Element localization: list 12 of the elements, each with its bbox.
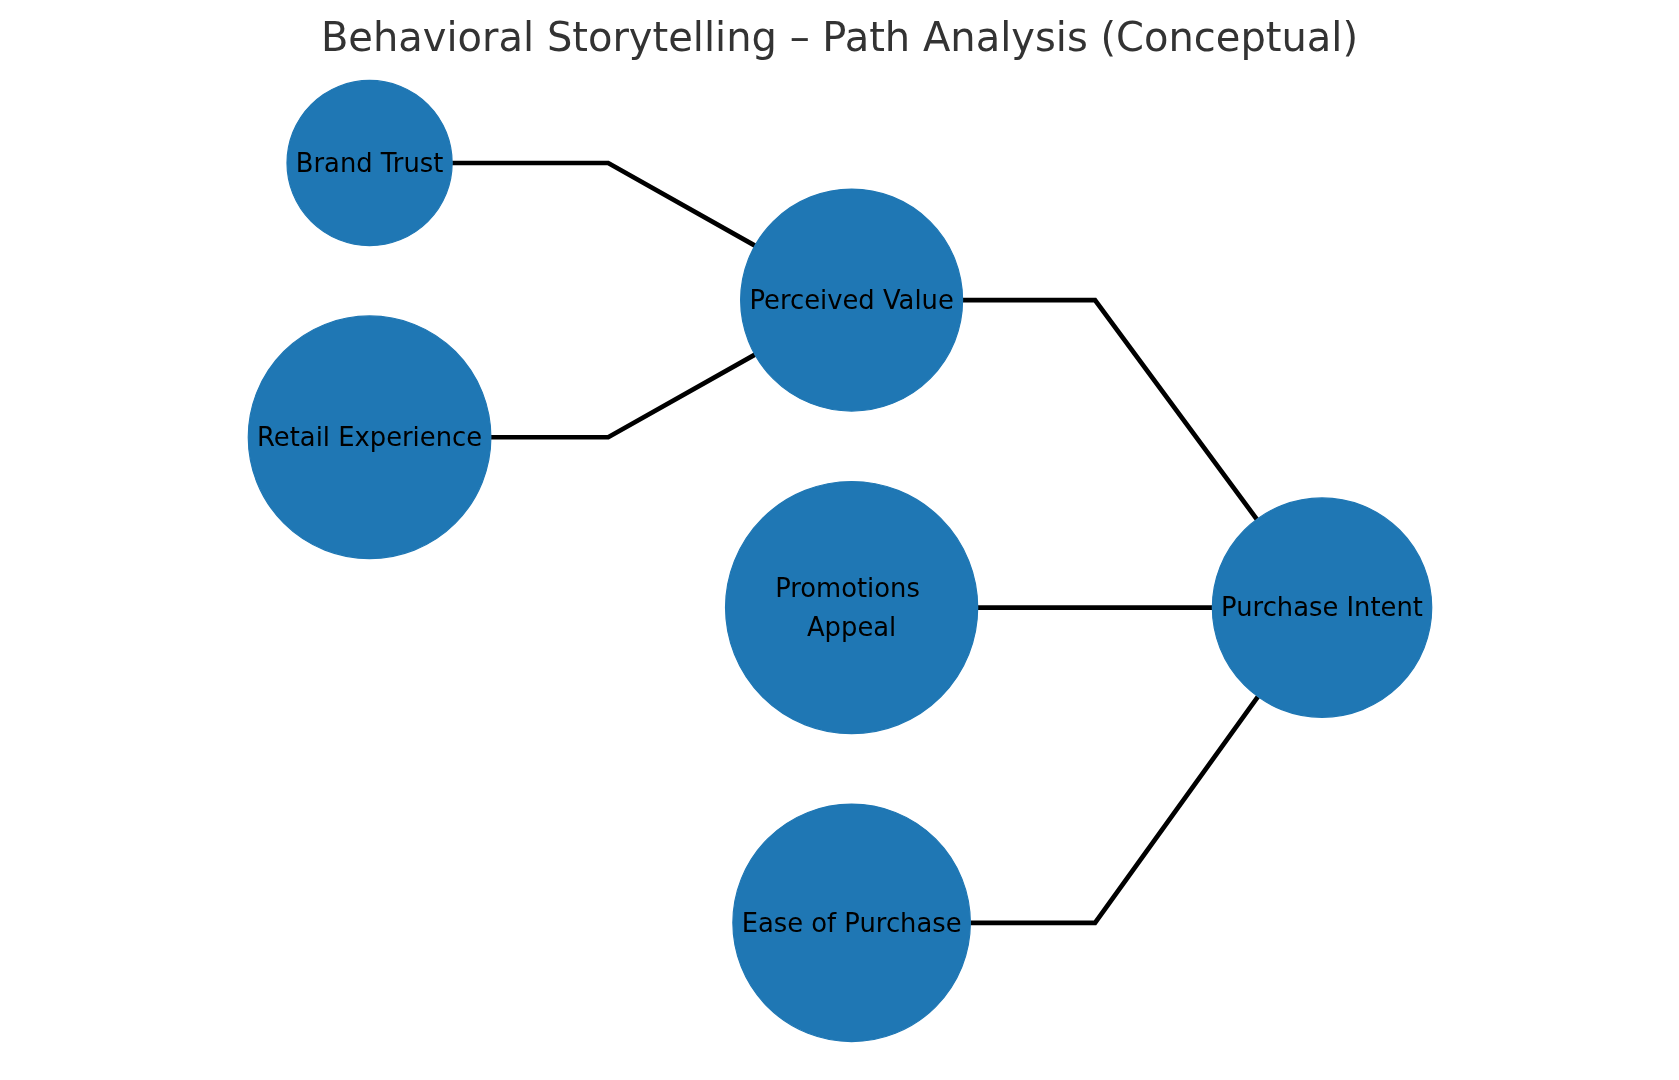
connector [451,160,756,248]
connector [490,352,756,440]
connector [969,695,1260,926]
node-circle: Retail Experience [247,315,491,560]
node-circle: Purchase Intent [1211,497,1432,718]
connector [977,605,1212,610]
node-circle: Ease of Purchase [731,803,971,1043]
node-circle: Promotions Appeal [724,480,978,735]
node-circle: Brand Trust [285,79,453,247]
node-circle: Perceived Value [739,188,963,412]
diagram-title: Behavioral Storytelling – Path Analysis (Conceptual) [319,14,1360,60]
connector [962,297,1259,521]
